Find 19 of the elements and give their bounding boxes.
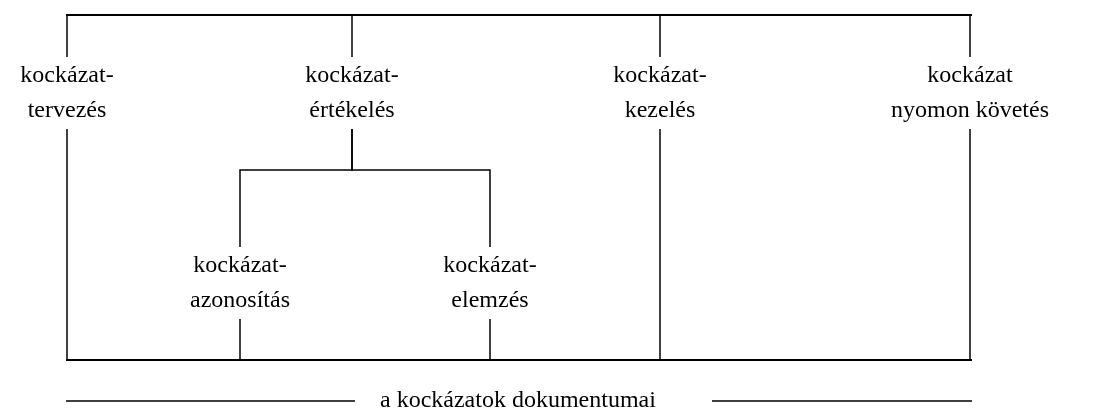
connector-bar [66, 359, 972, 361]
node-label: kockázat- tervezés [2, 57, 132, 129]
connector-line [351, 15, 353, 58]
caption-text: a kockázatok dokumentumai [380, 385, 656, 414]
connector-line [66, 15, 68, 58]
node-label: kockázat- kezelés [595, 57, 725, 129]
node-label: kockázat- elemzés [420, 247, 560, 319]
node-label: kockázat nyomon követés [875, 57, 1065, 129]
connector-line [659, 128, 661, 360]
connector-line [239, 318, 241, 360]
connector-line [659, 15, 661, 58]
connector-line [969, 15, 971, 58]
connector-line [969, 128, 971, 360]
connector-line [351, 128, 491, 248]
node-label: kockázat- azonosítás [165, 247, 315, 319]
connector-line [489, 318, 491, 360]
node-label: kockázat- értékelés [287, 57, 417, 129]
connector-line [66, 128, 68, 360]
connector-bar [66, 14, 972, 16]
